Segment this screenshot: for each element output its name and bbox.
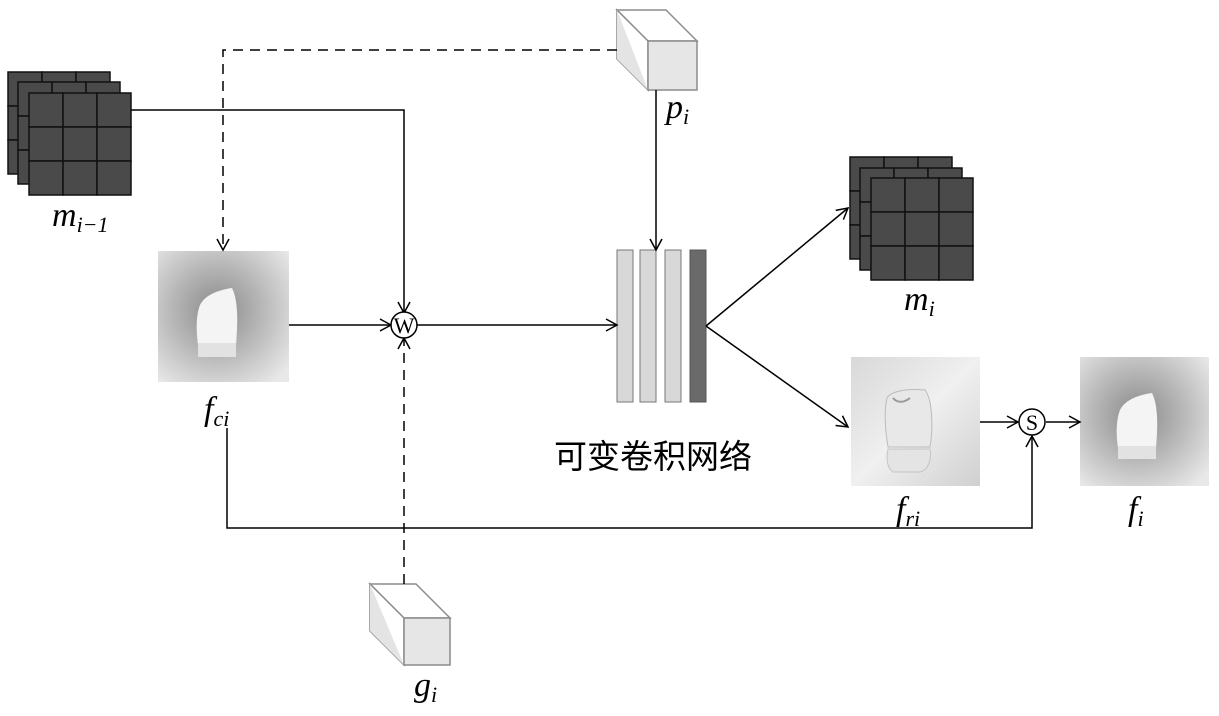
label-f-ri: fri bbox=[896, 491, 920, 531]
feature-map-stack-m-i bbox=[849, 156, 974, 281]
conv-layer-4 bbox=[689, 249, 707, 403]
connections bbox=[131, 49, 1082, 584]
grid-layer-front bbox=[28, 92, 132, 196]
label-g-i: gi bbox=[414, 667, 437, 707]
conv-layer-1 bbox=[616, 249, 634, 403]
grid-cell bbox=[870, 211, 906, 247]
label-p-i: pi bbox=[664, 89, 689, 129]
edge-m-prev-to-warp bbox=[131, 109, 411, 315]
grid-cell bbox=[938, 177, 974, 213]
grid-cell bbox=[62, 92, 98, 128]
grid-cell bbox=[28, 126, 64, 162]
cube-g-i bbox=[368, 582, 452, 667]
grid-cell bbox=[938, 245, 974, 281]
feature-map-stack-m-prev bbox=[7, 71, 132, 196]
network-label: 可变卷积网络 bbox=[554, 437, 752, 476]
edge-f-ci-to-sum bbox=[226, 428, 1039, 529]
grid-cell bbox=[28, 92, 64, 128]
edge-network-to-m-i bbox=[705, 206, 850, 327]
image-f-ci bbox=[158, 251, 289, 382]
label-f-i: fi bbox=[1128, 491, 1144, 531]
grid-cell bbox=[870, 177, 906, 213]
grid-cell bbox=[96, 126, 132, 162]
deformable-conv-network bbox=[616, 249, 707, 403]
grid-cell bbox=[870, 245, 906, 281]
grid-cell bbox=[904, 211, 940, 247]
label-m-i: mi bbox=[904, 281, 935, 321]
grid-cell bbox=[904, 177, 940, 213]
sum-operator: S bbox=[1018, 408, 1046, 436]
warp-operator: W bbox=[390, 311, 418, 339]
sum-operator-symbol: S bbox=[1026, 410, 1038, 435]
conv-layer-3 bbox=[664, 249, 682, 403]
grid-cell bbox=[938, 211, 974, 247]
grid-cell bbox=[62, 126, 98, 162]
grid-cell bbox=[28, 160, 64, 196]
label-f-ci: fci bbox=[204, 391, 229, 431]
cube-p-i bbox=[615, 8, 699, 92]
edge-network-to-f-ri bbox=[705, 325, 850, 428]
grid-cell bbox=[904, 245, 940, 281]
grid-layer-front bbox=[870, 177, 974, 281]
conv-layer-2 bbox=[639, 249, 657, 403]
label-m-prev: mi−1 bbox=[52, 197, 109, 237]
image-f-ri bbox=[851, 357, 980, 486]
edge-p-i-to-f-ci bbox=[216, 49, 617, 252]
grid-cell bbox=[96, 92, 132, 128]
image-f-i bbox=[1080, 357, 1209, 486]
warp-operator-symbol: W bbox=[394, 313, 415, 338]
grid-cell bbox=[62, 160, 98, 196]
grid-cell bbox=[96, 160, 132, 196]
